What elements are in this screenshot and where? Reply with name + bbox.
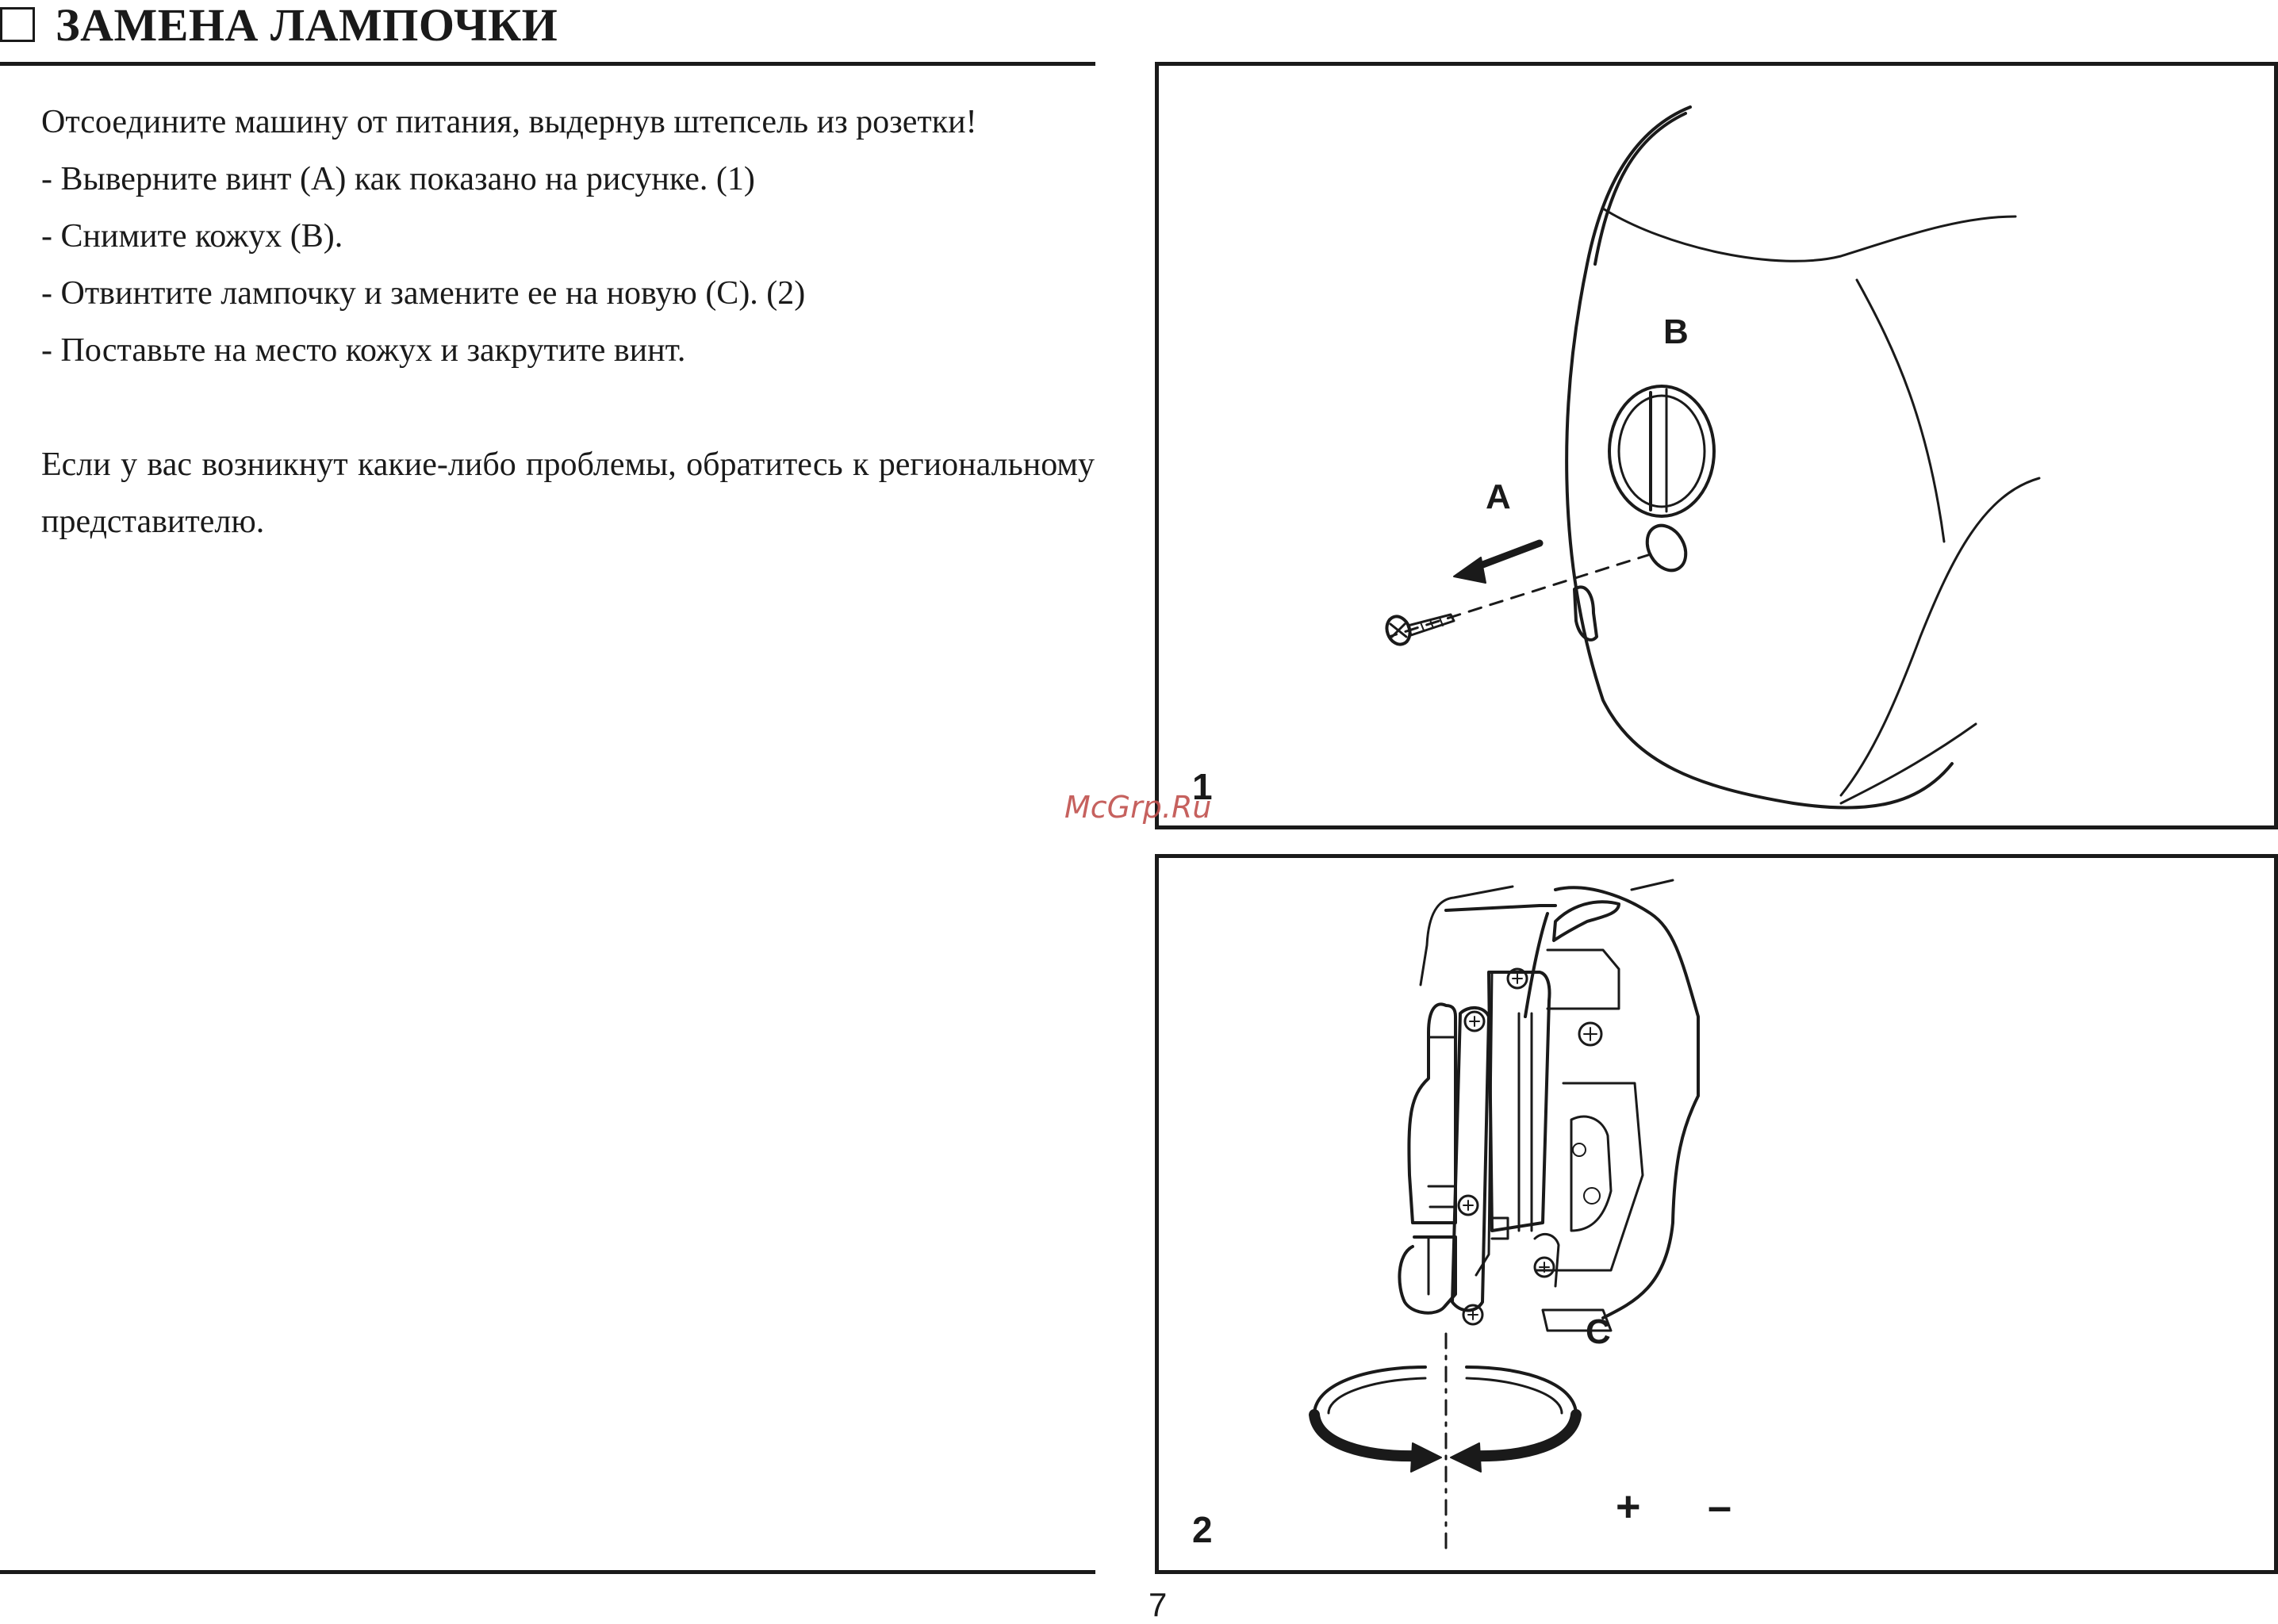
section-header: ЗАМЕНА ЛАМПОЧКИ (0, 0, 558, 51)
closing-paragraph: Если у вас возникнут какие-либо проблемы… (41, 446, 1095, 540)
figure-2: C C + – 2 (1155, 854, 2278, 1574)
figure-1-number: 1 (1192, 766, 1213, 807)
rotation-arrows-icon (1309, 1365, 1582, 1473)
checkbox-square-icon (0, 7, 35, 42)
step-3: - Отвинтите лампочку и замените ее на но… (41, 275, 806, 312)
screw-a-icon (1385, 613, 1455, 646)
figure-2-number: 2 (1192, 1509, 1213, 1550)
machine-outline (1565, 105, 1954, 810)
label-b: B (1663, 312, 1689, 351)
intro-paragraph: Отсоедините машину от питания, выдернув … (41, 104, 977, 140)
bottom-divider (0, 1570, 1095, 1574)
label-minus: – (1708, 1483, 1732, 1530)
figure-2-drawing: C C + – (1309, 879, 1732, 1554)
top-divider (0, 62, 1095, 66)
label-c-text: C (1586, 1312, 1611, 1351)
page-title: ЗАМЕНА ЛАМПОЧКИ (56, 0, 558, 51)
step-1: - Выверните винт (А) как показано на рис… (41, 161, 755, 197)
label-a: A (1486, 477, 1511, 516)
step-2: - Снимите кожух (В). (41, 218, 343, 255)
watermark: McGrp.Ru (1064, 790, 1212, 825)
step-4: - Поставьте на место кожух и закрутите в… (41, 332, 686, 369)
page-number: 7 (1149, 1586, 1168, 1623)
figure-1: B A 1 (1155, 62, 2278, 829)
instructions-text: Отсоедините машину от питания, выдернув … (41, 94, 1095, 550)
figure-1-drawing: B A (1385, 105, 2041, 810)
bulb-icon (1398, 1002, 1457, 1315)
label-plus: + (1616, 1483, 1641, 1530)
